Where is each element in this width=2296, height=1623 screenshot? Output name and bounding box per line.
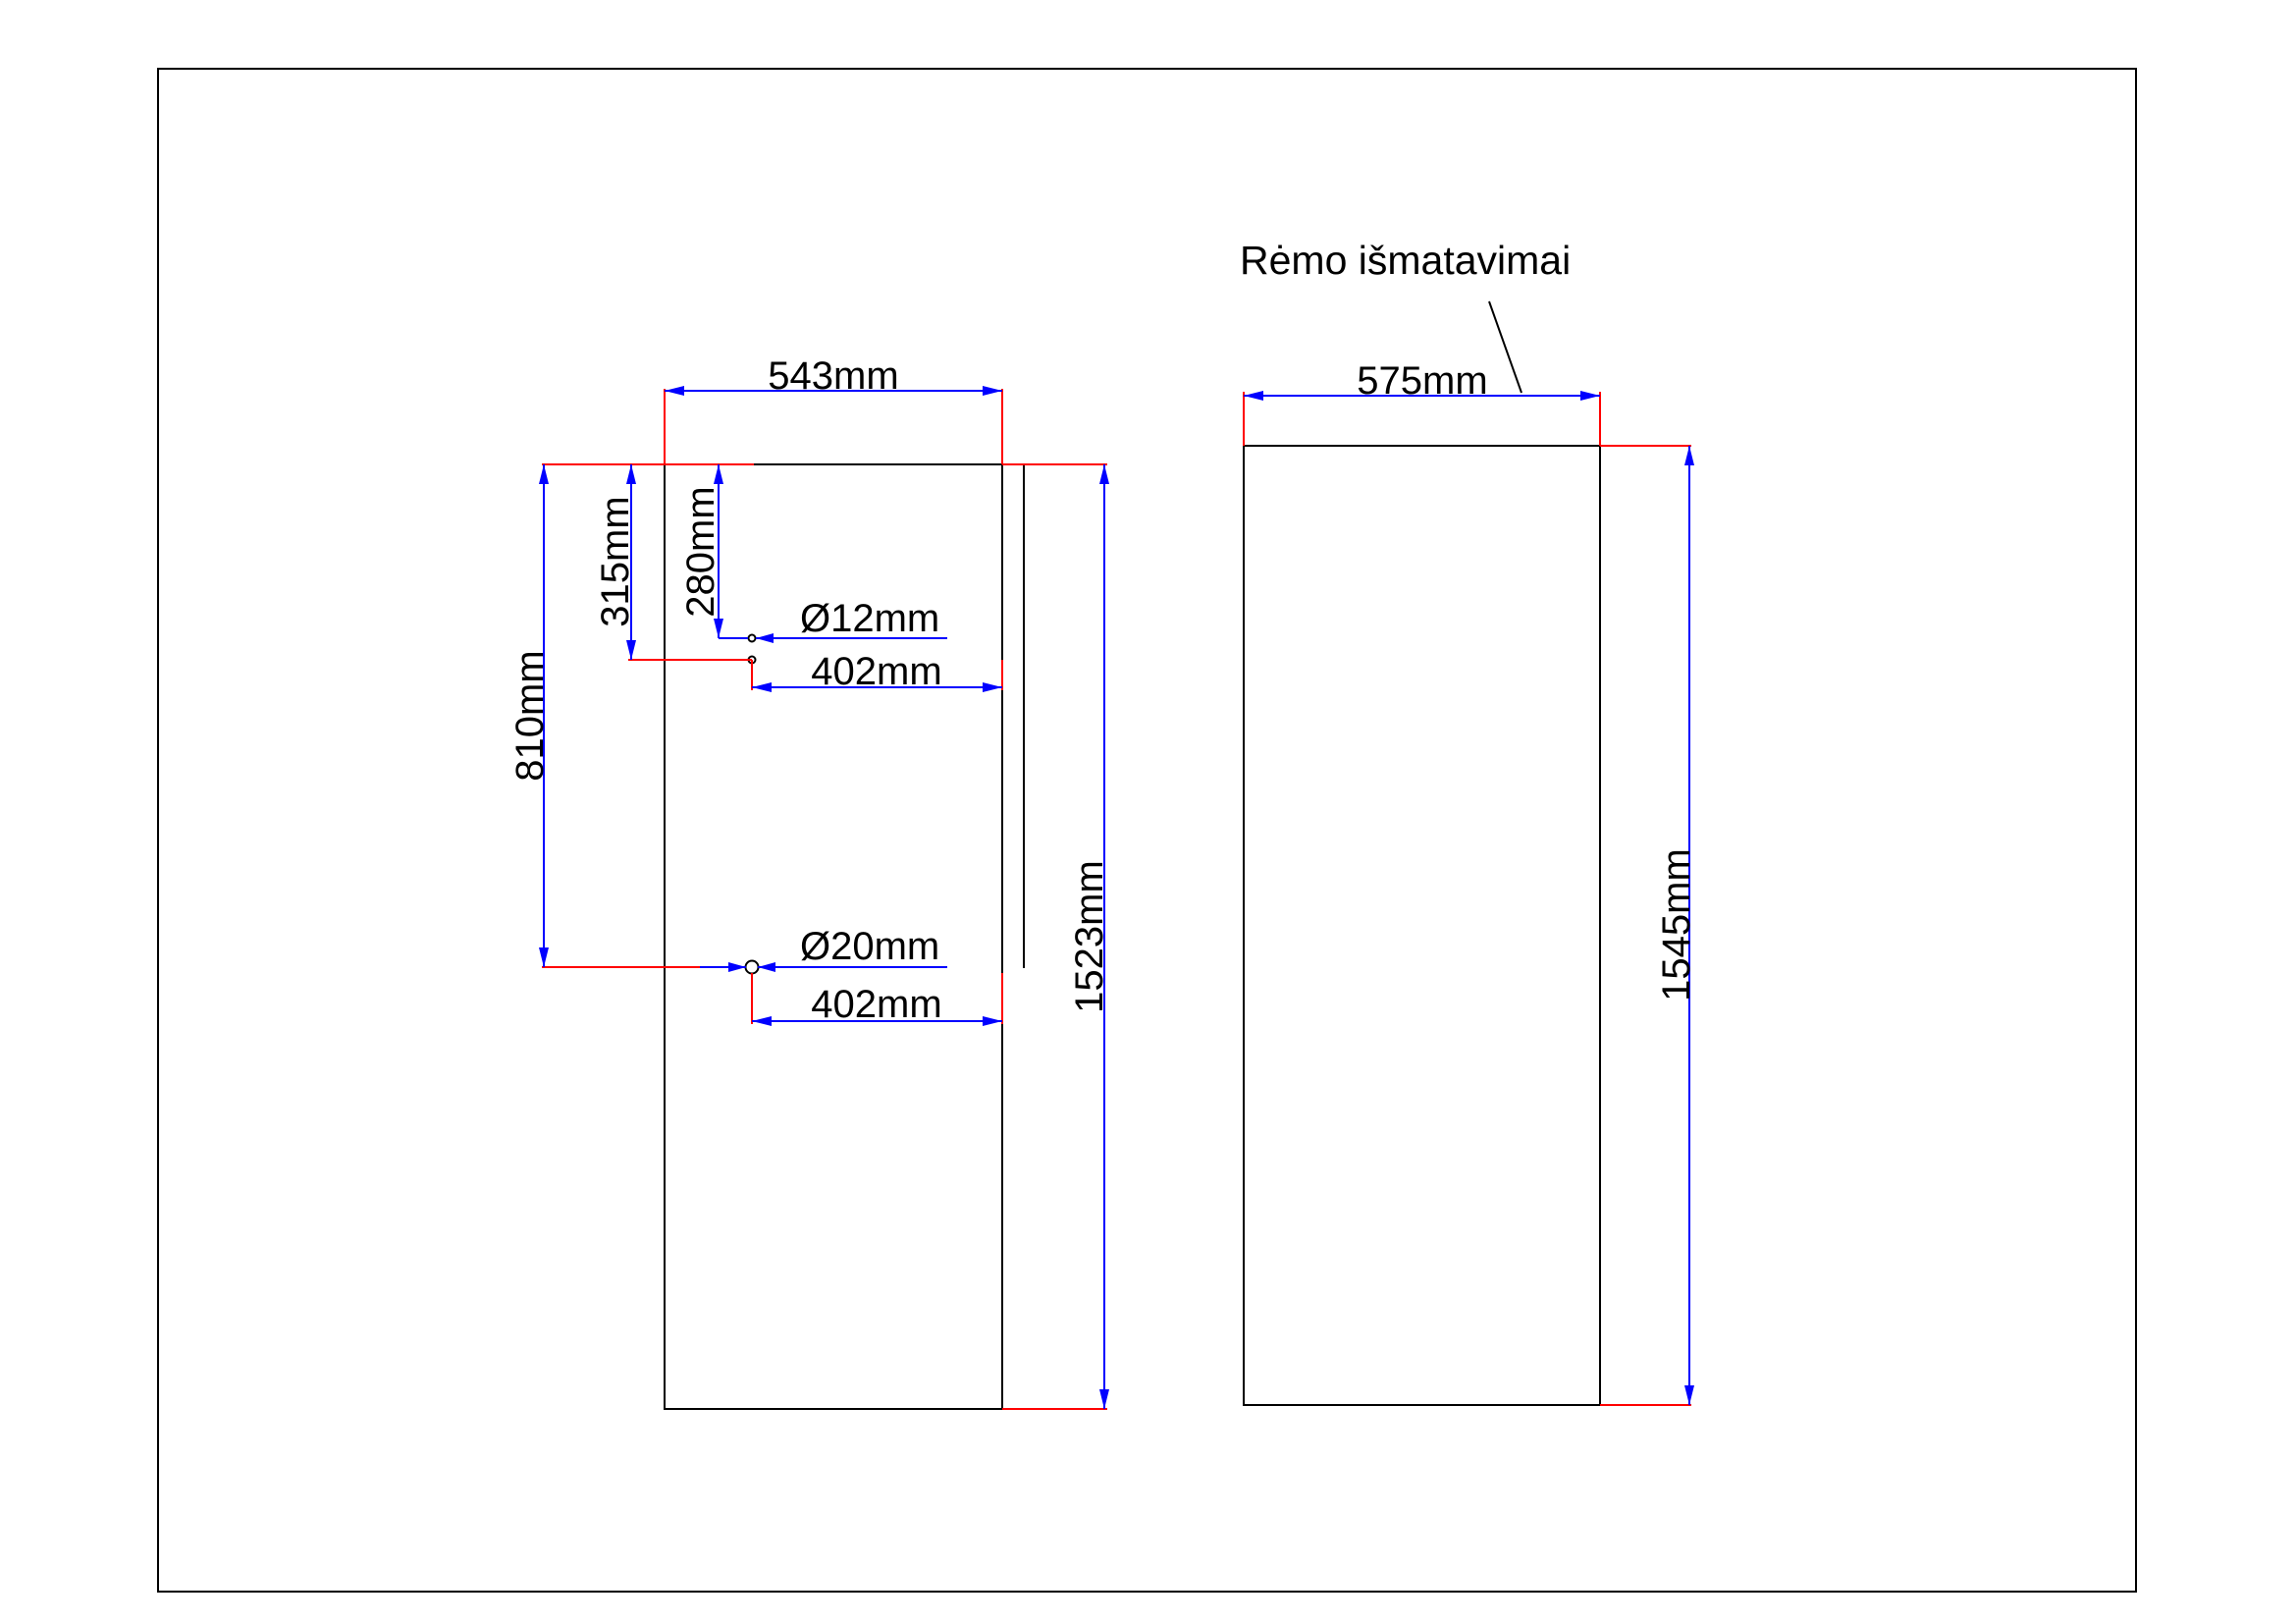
dimension-height-1523: 1523mm — [1002, 463, 1111, 1410]
sheet-border — [157, 68, 2137, 1593]
frame-note-label: Rėmo išmatavimai — [1240, 238, 1571, 283]
left-panel-outline — [664, 463, 1003, 1410]
dimension-402-upper: 402mm — [751, 650, 1003, 693]
dim-1523-label: 1523mm — [1068, 860, 1111, 1013]
dimension-402-lower: 402mm — [751, 973, 1003, 1026]
dim-280-label: 280mm — [679, 486, 722, 617]
dimension-width-575: 575mm — [1243, 359, 1601, 446]
dimension-280: 280mm — [679, 464, 748, 639]
dimension-width-543: 543mm — [664, 354, 1003, 464]
dim-543-label: 543mm — [768, 354, 898, 398]
dim-402-upper-label: 402mm — [811, 650, 941, 693]
dim-810-label: 810mm — [508, 650, 552, 781]
left-view: 543mm 1523mm 810mm 315mm — [508, 354, 1111, 1410]
hole-20mm — [744, 959, 760, 975]
dimension-315: 315mm — [594, 464, 752, 661]
leader-12mm: Ø12mm — [756, 597, 947, 643]
dim-575-label: 575mm — [1357, 359, 1487, 403]
leader-20mm: Ø20mm — [700, 925, 947, 972]
frame-note: Rėmo išmatavimai — [1240, 238, 1571, 394]
dimension-height-1545: 1545mm — [1600, 445, 1698, 1406]
dimension-810: 810mm — [508, 463, 754, 968]
dim-1545-label: 1545mm — [1655, 848, 1698, 1001]
dim-315-label: 315mm — [594, 496, 637, 626]
frame-outline — [1243, 445, 1601, 1406]
dim-402-lower-label: 402mm — [811, 983, 941, 1026]
dim-20mm-label: Ø20mm — [800, 925, 939, 968]
right-view: 575mm Rėmo išmatavimai 1545mm — [1240, 238, 1698, 1406]
dim-12mm-label: Ø12mm — [800, 597, 939, 640]
hole-12mm — [747, 633, 757, 643]
